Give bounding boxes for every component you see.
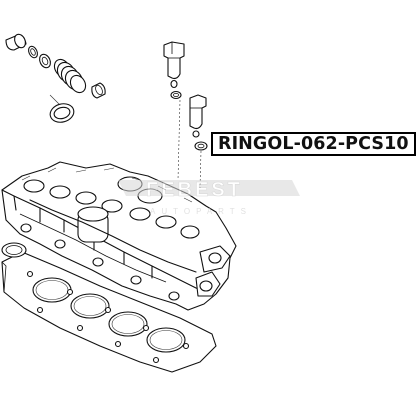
valve-retainer: [91, 82, 106, 99]
o-ring-upper-sensor: [170, 90, 182, 100]
head-gasket: [1, 242, 217, 373]
valve-spring: [53, 58, 87, 94]
sensor-upper: [163, 41, 185, 89]
valve-cap: [5, 33, 27, 51]
brand-watermark: FEBEST AUTOPARTS: [118, 179, 300, 216]
part-number-label: RINGOL-062-PCS10: [211, 132, 416, 156]
seal-ring-small: [28, 45, 38, 59]
o-ring-part: [194, 141, 208, 151]
exploded-parts-diagram: FEBEST AUTOPARTS: [1, 33, 300, 373]
sensor-lower: [189, 94, 207, 138]
watermark-tagline: AUTOPARTS: [150, 207, 252, 216]
o-ring-large: [49, 103, 75, 123]
watermark-brand: FEBEST: [146, 179, 243, 201]
seal-ring-medium: [39, 53, 51, 69]
